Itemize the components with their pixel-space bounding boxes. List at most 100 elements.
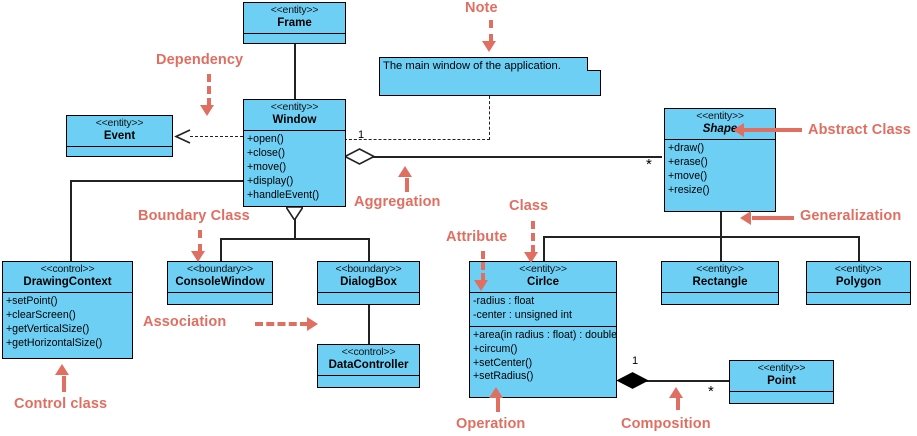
annotation-dependency: Dependency [156, 52, 244, 68]
class-operations-shape: +draw() +erase() +move() +resize() [665, 138, 775, 201]
class-header-event: <<entity>> Event [67, 116, 172, 146]
stereotype-window: <<entity>> [270, 101, 319, 113]
class-box-shape[interactable]: <<entity>> Shape +draw() +erase() +move(… [664, 108, 776, 212]
annotation-note-arrow [482, 41, 496, 52]
class-box-circle[interactable]: <<entity>> Cirlce -radius : float -cente… [469, 261, 617, 398]
class-box-polygon[interactable]: <<entity>> Polygon [806, 261, 911, 305]
annotation-note-connector [489, 20, 493, 42]
class-header-point: <<entity>> Point [730, 361, 833, 391]
class-members-event [67, 145, 172, 158]
note-anchor-vertical [489, 96, 490, 140]
multiplicity-shape-aggregation: * [646, 156, 652, 173]
class-members-point [730, 390, 833, 403]
edge-circle-composition-point [645, 380, 730, 382]
class-box-window[interactable]: <<entity>> Window +open() +close() +move… [243, 99, 346, 207]
class-name-circle: Cirlce [527, 275, 559, 288]
attribute-item: -center : unsigned int [473, 308, 572, 321]
stereotype-consolewindow: <<boundary>> [187, 263, 253, 275]
note-fold-corner [587, 57, 601, 71]
edge-window-subclasses-stem [294, 207, 296, 238]
operation-item: +setCenter() [473, 356, 533, 369]
stereotype-rectangle: <<entity>> [696, 263, 744, 275]
class-header-drawingcontext: <<control>> DrawingContext [3, 262, 132, 292]
edge-to-rectangle [720, 236, 722, 261]
edge-window-dependency-event [190, 136, 243, 137]
class-attributes-circle: -radius : float -center : unsigned int [470, 291, 616, 326]
operation-item: +open() [247, 132, 284, 145]
annotation-composition-arrow [669, 387, 683, 398]
class-members-consolewindow [168, 291, 272, 304]
operation-item: +setPoint() [6, 294, 58, 307]
annotation-generalization-connector [752, 216, 794, 220]
annotation-class-connector [531, 221, 535, 253]
annotation-abstract-class: Abstract Class [808, 122, 911, 138]
edge-subclass-bar [220, 238, 369, 240]
class-operations-drawingcontext: +setPoint() +clearScreen() +getVerticalS… [3, 291, 132, 354]
class-name-frame: Frame [277, 16, 312, 29]
operation-item: +circum() [473, 342, 518, 355]
annotation-aggregation-connector [405, 178, 409, 192]
annotation-operation-connector [496, 398, 500, 412]
class-header-circle: <<entity>> Cirlce [470, 262, 616, 292]
class-members-rectangle [662, 291, 778, 304]
annotation-generalization: Generalization [800, 208, 902, 224]
multiplicity-circle-composition: 1 [632, 355, 639, 367]
class-name-window: Window [272, 113, 317, 126]
annotation-attribute-connector [481, 251, 485, 281]
stereotype-datacontroller: <<control>> [341, 346, 396, 358]
multiplicity-point-composition: * [708, 383, 714, 400]
class-box-point[interactable]: <<entity>> Point [729, 360, 834, 404]
class-name-shape: Shape [702, 122, 738, 135]
class-box-frame[interactable]: <<entity>> Frame [243, 2, 346, 44]
annotation-class: Class [509, 198, 549, 214]
operation-item: +getHorizontalSize() [6, 336, 103, 349]
class-name-datacontroller: DataController [328, 358, 409, 371]
annotation-class-arrow [524, 252, 538, 263]
operation-item: +getVerticalSize() [6, 322, 90, 335]
class-box-drawingcontext[interactable]: <<control>> DrawingContext +setPoint() +… [2, 261, 133, 359]
class-name-dialogbox: DialogBox [340, 275, 397, 288]
annotation-composition-connector [676, 398, 680, 410]
class-name-consolewindow: ConsoleWindow [175, 275, 265, 288]
note-box[interactable]: The main window of the application. [379, 57, 601, 96]
annotation-control-class-connector [62, 376, 66, 392]
class-box-rectangle[interactable]: <<entity>> Rectangle [661, 261, 779, 305]
edge-to-consolewindow [220, 238, 222, 261]
annotation-attribute: Attribute [446, 229, 508, 245]
stereotype-dialogbox: <<boundary>> [335, 263, 402, 275]
class-operations-window: +open() +close() +move() +display() +han… [244, 129, 345, 206]
edge-window-to-frame [294, 43, 296, 100]
class-header-rectangle: <<entity>> Rectangle [662, 262, 778, 292]
annotation-association: Association [143, 314, 227, 330]
generalization-triangle-window [286, 207, 303, 220]
annotation-control-class-arrow [55, 364, 69, 375]
note-text: The main window of the application. [383, 60, 561, 72]
class-box-datacontroller[interactable]: <<control>> DataController [317, 344, 420, 388]
stereotype-drawingcontext: <<control>> [40, 263, 95, 275]
class-members-dialogbox [318, 291, 419, 304]
annotation-dependency-arrow [200, 105, 214, 116]
class-members-polygon [807, 291, 910, 304]
edge-window-association-drawingcontext-h [70, 180, 245, 182]
annotation-control-class: Control class [14, 396, 108, 412]
class-box-consolewindow[interactable]: <<boundary>> ConsoleWindow [167, 261, 273, 305]
edge-to-dialogbox [368, 238, 370, 261]
stereotype-circle: <<entity>> [519, 263, 567, 275]
edge-shape-subclasses-stem [720, 212, 722, 236]
operation-item: +clearScreen() [6, 308, 76, 321]
annotation-abstract-class-connector [744, 128, 802, 132]
edge-to-polygon [858, 236, 860, 261]
edge-dialogbox-association-datacontroller [368, 302, 370, 344]
multiplicity-window-aggregation: 1 [358, 129, 365, 141]
class-box-dialogbox[interactable]: <<boundary>> DialogBox [317, 261, 420, 305]
annotation-abstract-class-arrow [733, 123, 744, 137]
annotation-boundary-class-arrow [191, 251, 205, 262]
class-operations-circle: +area(in radius : float) : double +circu… [470, 325, 617, 388]
class-box-event[interactable]: <<entity>> Event [66, 115, 173, 157]
annotation-composition: Composition [621, 416, 711, 432]
class-name-drawingcontext: DrawingContext [23, 275, 112, 288]
composition-diamond-filled [617, 372, 648, 389]
operation-item: +handleEvent() [247, 188, 320, 201]
class-name-polygon: Polygon [835, 275, 882, 288]
